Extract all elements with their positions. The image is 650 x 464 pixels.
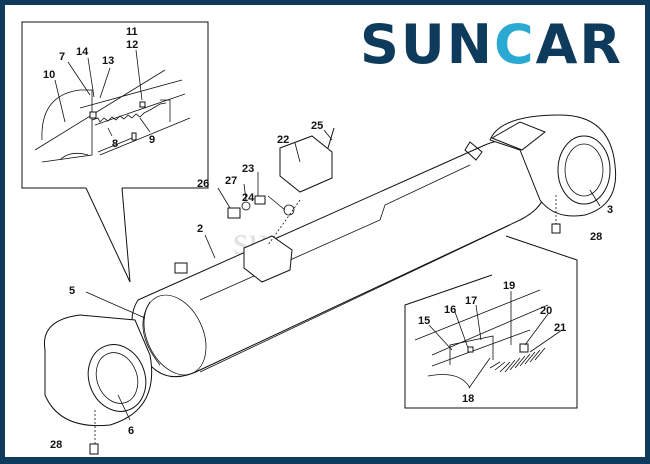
callout-15: 15	[418, 315, 430, 327]
cylinder-body	[43, 114, 617, 455]
hydraulic-cylinder-diagram: 11 12 7 14 13 10 8 9 25 22 23 27 26 24 2…	[21, 21, 617, 455]
logo-text-c: C	[493, 13, 536, 76]
callout-17: 17	[465, 295, 477, 307]
callout-14: 14	[76, 46, 89, 58]
callout-16: 16	[444, 304, 456, 316]
callout-5: 5	[69, 285, 75, 297]
callout-18: 18	[462, 393, 474, 405]
callout-25: 25	[311, 120, 323, 132]
detail-box-head	[404, 235, 578, 409]
suncar-logo: SUNCAR	[360, 15, 623, 75]
callout-2: 2	[197, 223, 203, 235]
callout-3: 3	[607, 204, 613, 216]
callout-12: 12	[126, 39, 138, 51]
callout-11: 11	[126, 26, 138, 38]
callout-7: 7	[59, 51, 65, 63]
callout-21: 21	[554, 322, 566, 334]
callout-6: 6	[128, 425, 134, 437]
callout-22: 22	[277, 134, 289, 146]
callout-10: 10	[43, 69, 55, 81]
logo-text-1: SUN	[360, 13, 494, 76]
callout-9: 9	[149, 134, 155, 146]
callout-20: 20	[540, 305, 552, 317]
callout-8: 8	[112, 138, 118, 150]
leader-lines	[54, 49, 601, 421]
callout-19: 19	[503, 280, 515, 292]
callout-28-left: 28	[50, 439, 62, 451]
callout-28-right: 28	[590, 231, 602, 243]
callout-24: 24	[242, 192, 255, 204]
diagram-frame: SUNCAR suncar	[5, 5, 645, 457]
callout-26: 26	[197, 178, 209, 190]
callout-13: 13	[102, 55, 114, 67]
callout-23: 23	[242, 163, 254, 175]
callout-27: 27	[225, 175, 237, 187]
logo-text-2: AR	[535, 13, 623, 76]
detail-box-piston	[21, 21, 209, 283]
